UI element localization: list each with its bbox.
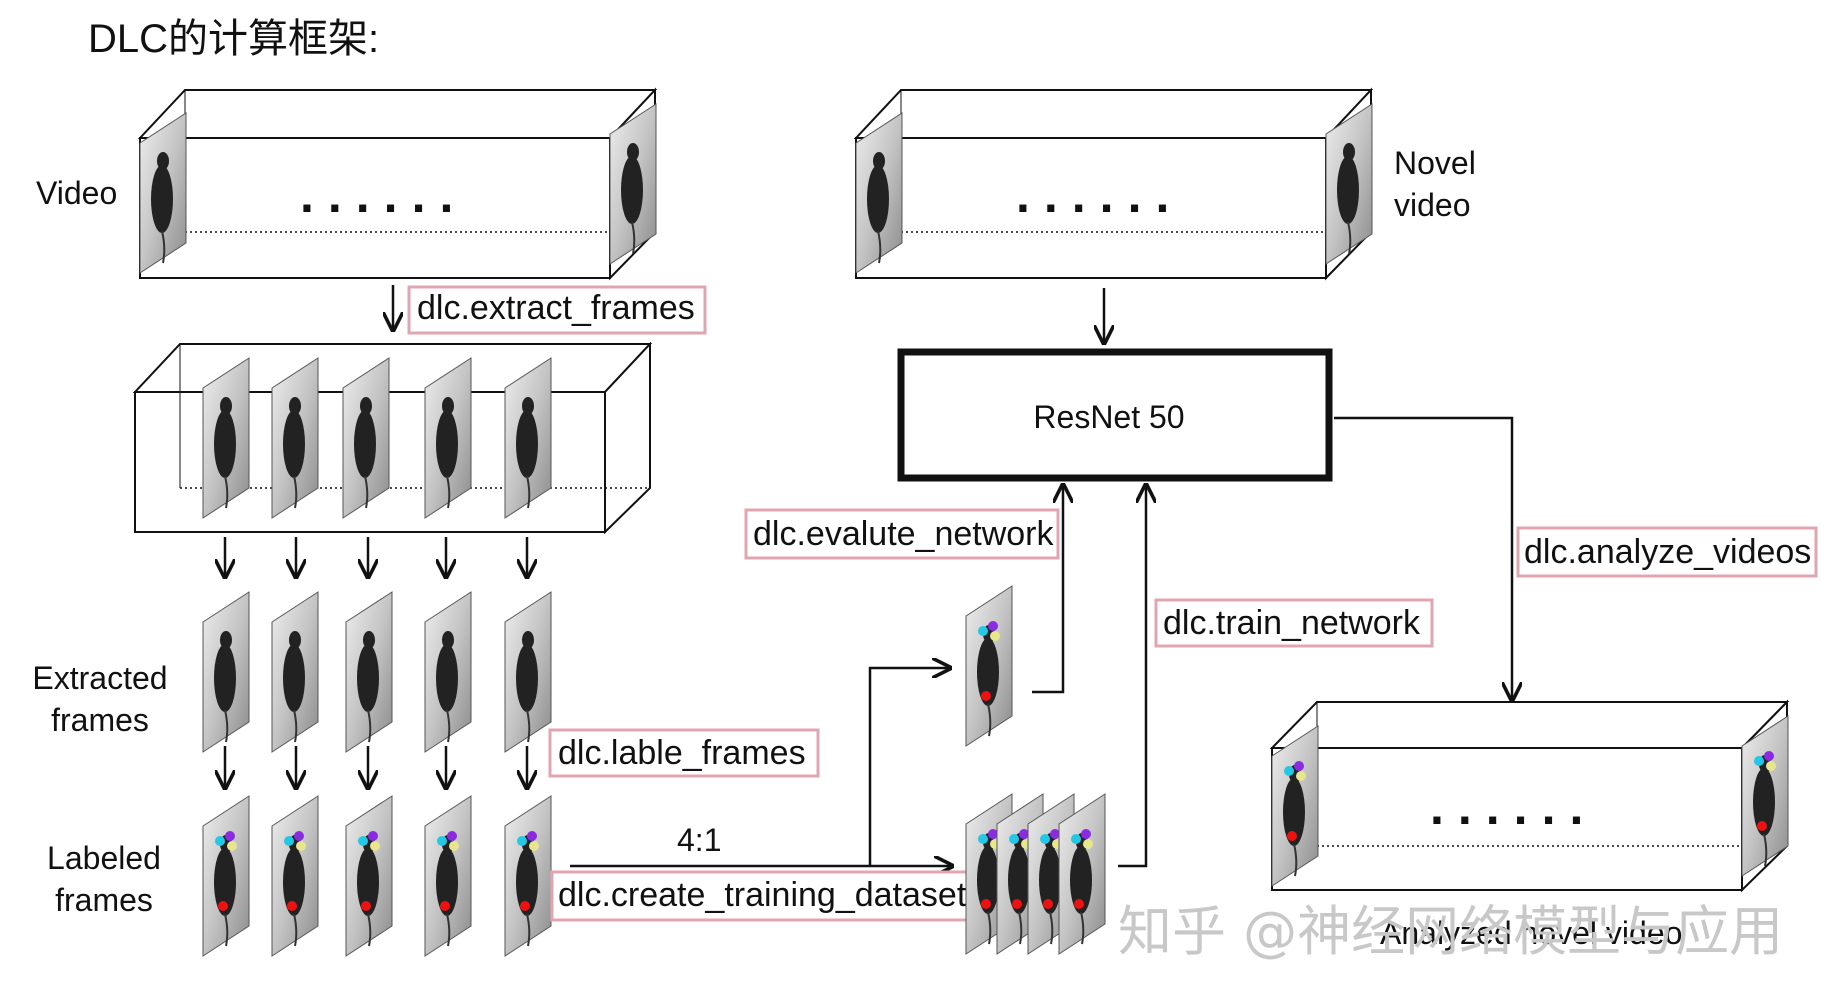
extracted-label-2: frames — [51, 702, 149, 738]
labeled-label-2: frames — [55, 882, 153, 918]
training-frames — [964, 792, 1107, 956]
cmd-create-training-dataset: dlc.create_training_dataset — [558, 876, 967, 914]
cmd-train-network-box — [1154, 598, 1434, 648]
resnet-box — [897, 348, 1333, 482]
labeled-frames — [201, 794, 553, 958]
cmd-extract-frames-box — [407, 285, 707, 335]
cmd-create-training-dataset-box — [550, 870, 970, 922]
novel-video-ellipsis: ...... — [1016, 167, 1183, 223]
analyzed-video-ellipsis: ...... — [1430, 779, 1597, 835]
test-frame — [964, 584, 1014, 748]
video-label: Video — [36, 175, 117, 211]
cmd-analyze-videos: dlc.analyze_videos — [1524, 533, 1811, 571]
extracted-frames — [201, 590, 553, 754]
test-split-arrow — [868, 668, 950, 866]
train-arrow — [1118, 485, 1146, 868]
cmd-label-frames: dlc.lable_frames — [558, 734, 806, 772]
novel-video-label-2: video — [1394, 187, 1471, 223]
analyze-arrow — [1334, 416, 1512, 700]
cmd-train-network: dlc.train_network — [1163, 604, 1421, 642]
frame-arrows-1 — [225, 537, 527, 577]
cmd-evaluate-network-box — [744, 508, 1060, 560]
frames-stack-box — [132, 341, 653, 535]
labeled-label-1: Labeled — [47, 840, 161, 876]
cmd-evaluate-network: dlc.evalute_network — [753, 515, 1055, 553]
watermark: 知乎 @神经网络模型与应用 — [1118, 900, 1783, 963]
extracted-label-1: Extracted — [32, 660, 167, 696]
video-box: ...... — [137, 87, 658, 281]
page-title: DLC的计算框架: — [88, 17, 379, 61]
frame-arrows-2 — [225, 746, 527, 788]
analyzed-video-box: ...... — [1269, 699, 1790, 893]
evaluate-arrow — [1032, 485, 1063, 694]
video-ellipsis: ...... — [300, 167, 467, 223]
split-ratio-label: 4:1 — [677, 822, 721, 858]
cmd-extract-frames: dlc.extract_frames — [417, 289, 695, 327]
resnet-label: ResNet 50 — [1033, 399, 1184, 435]
novel-video-box: ...... — [853, 87, 1374, 281]
analyzed-video-label: Analyzed novel video — [1380, 915, 1682, 951]
novel-video-label-1: Novel — [1394, 145, 1476, 181]
cmd-label-frames-box — [548, 728, 820, 778]
cmd-analyze-videos-box — [1516, 526, 1818, 578]
